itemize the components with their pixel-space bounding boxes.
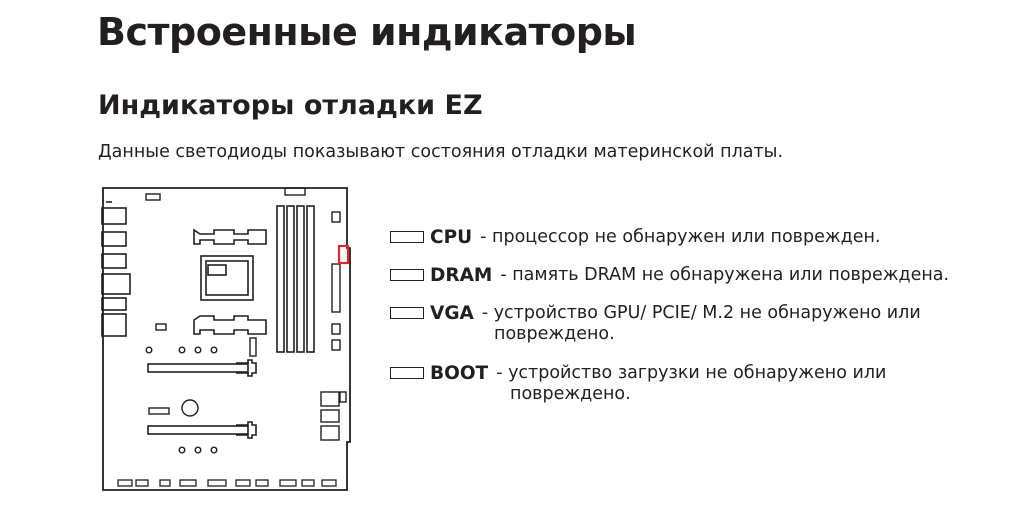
legend-item-description: - устройство загрузки не обнаружено или [496,363,887,383]
legend-item-description: - память DRAM не обнаружена или поврежде… [500,265,950,285]
led-vga-icon [390,307,424,319]
ez-debug-led-highlight [337,244,350,265]
dram-slots [276,205,315,353]
legend-item-vga: VGA - устройство GPU/ PCIE/ M.2 не обнар… [390,297,1010,349]
bottom-headers [117,479,337,487]
legend-item-dram: DRAM - память DRAM не обнаружена или пов… [390,259,1010,291]
cpu-socket [200,255,254,301]
intro-text: Данные светодиоды показывают состояния о… [98,142,784,162]
led-legend: CPU - процессор не обнаружен или поврежд… [390,221,1010,409]
top-header [284,187,306,196]
led-boot-icon [390,367,424,379]
legend-item-boot: BOOT - устройство загрузки не обнаружено… [390,357,1010,409]
led-dram-icon [390,269,424,281]
pcie-slots [147,359,257,439]
right-headers [331,211,341,351]
legend-item-name: DRAM [430,264,493,286]
section-heading: Индикаторы отладки EZ [98,90,483,121]
top-header [145,193,161,201]
board-outline [102,187,351,491]
legend-item-cpu: CPU - процессор не обнаружен или поврежд… [390,221,1010,253]
page-title: Встроенные индикаторы [97,10,637,54]
legend-item-description: - процессор не обнаружен или поврежден. [480,227,881,247]
motherboard-diagram [101,187,351,491]
rear-io-ports [101,201,131,337]
legend-item-name: VGA [430,302,474,324]
board-components [145,323,257,454]
sata-ports [320,391,347,441]
legend-item-description-continued: повреждено. [510,384,631,404]
vrm-heatsink-bottom [193,315,267,335]
legend-item-description: - устройство GPU/ PCIE/ M.2 не обнаружен… [481,303,921,323]
legend-item-name: BOOT [430,362,489,384]
legend-item-name: CPU [430,226,473,248]
vrm-heatsink-top [193,228,267,245]
legend-item-description-continued: повреждено. [494,324,615,344]
led-cpu-icon [390,231,424,243]
